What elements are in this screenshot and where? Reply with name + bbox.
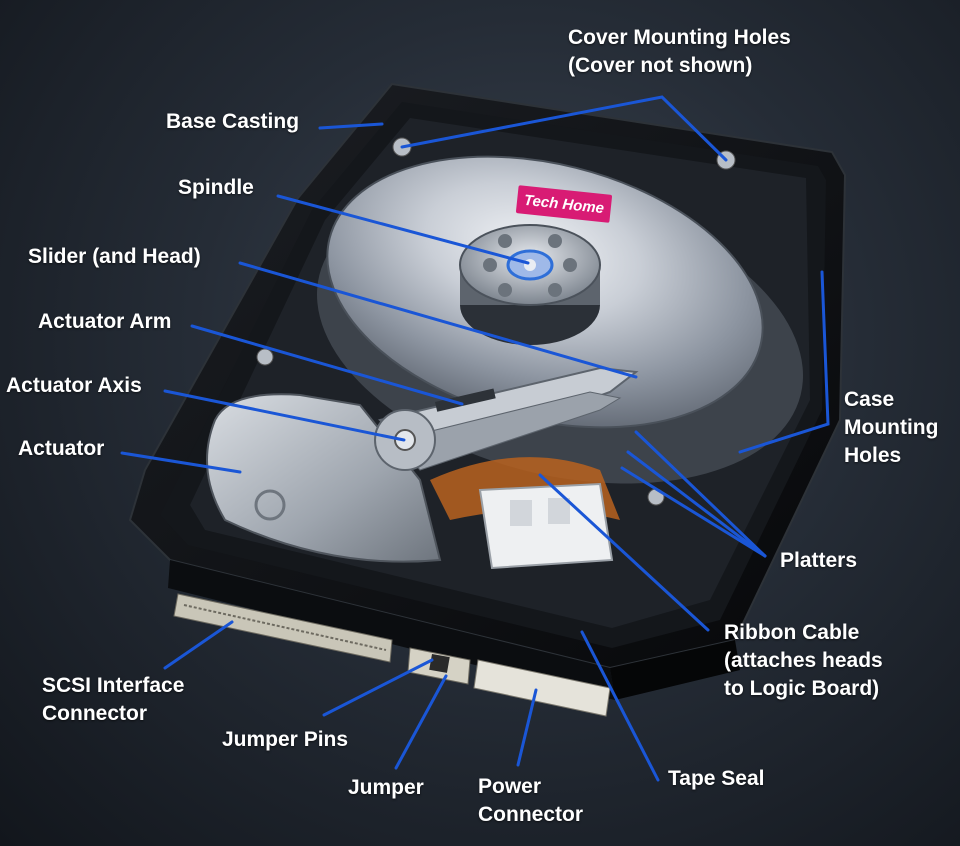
label-power-line2: Connector: [478, 803, 583, 826]
label-tape-seal: Tape Seal: [668, 767, 765, 790]
label-actuator: Actuator: [18, 437, 105, 460]
leader-platters-3: [620, 466, 767, 558]
leader-platters-2: [626, 450, 767, 558]
leader-jumper-pins: [322, 658, 434, 717]
label-platters: Platters: [780, 549, 858, 572]
brand-badge-text: Tech Home: [523, 191, 605, 217]
leader-platters-1: [634, 430, 767, 558]
power-connector: [473, 659, 611, 717]
leader-power: [516, 688, 538, 767]
label-case-line2: Mounting: [844, 416, 939, 439]
label-slider-head: Slider (and Head): [28, 245, 201, 268]
leader-tape-seal: [580, 630, 660, 782]
label-jumper-pins: Jumper Pins: [222, 728, 349, 751]
label-actuator-arm: Actuator Arm: [38, 310, 172, 333]
label-cover-mounting-holes: Cover Mounting Holes (Cover not shown): [568, 24, 791, 80]
label-case-line1: Case: [844, 388, 895, 411]
label-cover-mounting-holes-line2: (Cover not shown): [568, 54, 753, 77]
label-spindle: Spindle: [178, 176, 254, 199]
label-ribbon-line2: (attaches heads: [724, 649, 883, 672]
spindle-hub: [459, 224, 601, 345]
label-actuator-axis: Actuator Axis: [6, 374, 142, 397]
leader-actuator: [120, 451, 242, 474]
label-cover-mounting-holes-line1: Cover Mounting Holes: [568, 26, 791, 49]
leader-slider: [238, 261, 638, 379]
scsi-connector: [173, 593, 393, 663]
leader-spindle: [276, 194, 530, 265]
label-scsi-line1: SCSI Interface: [42, 674, 185, 697]
label-scsi-connector: SCSI Interface Connector: [42, 672, 184, 728]
leader-lines: [120, 95, 830, 782]
leader-jumper: [394, 674, 448, 770]
label-scsi-line2: Connector: [42, 702, 147, 725]
label-power-connector: Power Connector: [478, 773, 583, 829]
label-base-casting: Base Casting: [166, 110, 300, 133]
label-power-line1: Power: [478, 775, 542, 798]
label-ribbon-line1: Ribbon Cable: [724, 621, 860, 644]
leader-cover-holes: [400, 95, 728, 162]
label-case-line3: Holes: [844, 444, 902, 467]
label-case-mounting-holes: Case Mounting Holes: [844, 386, 938, 470]
jumper-block: [407, 647, 471, 685]
leader-scsi: [163, 620, 234, 670]
label-ribbon-cable: Ribbon Cable (attaches heads to Logic Bo…: [724, 619, 883, 703]
leader-actuator-arm: [190, 324, 464, 406]
label-ribbon-line3: to Logic Board): [724, 677, 880, 700]
leader-ribbon-cable: [538, 473, 710, 632]
leader-base-casting: [318, 122, 384, 130]
label-jumper: Jumper: [348, 776, 424, 799]
leader-actuator-axis: [163, 389, 406, 442]
leader-case-holes: [738, 270, 830, 454]
